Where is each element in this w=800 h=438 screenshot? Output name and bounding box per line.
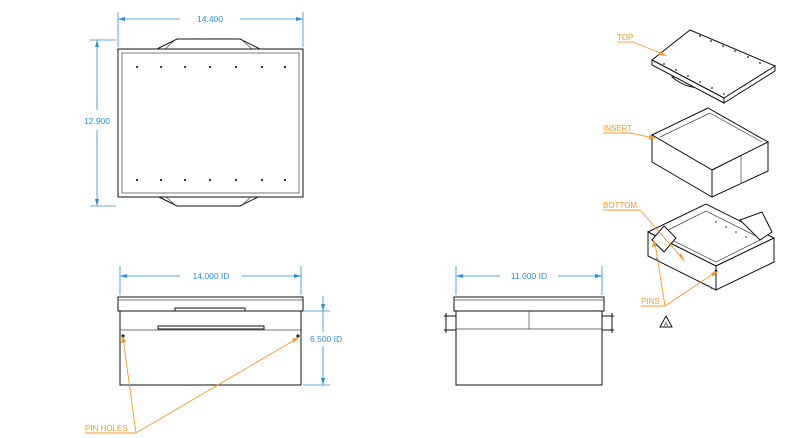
- callout-pins-label: PINS: [641, 297, 660, 306]
- callout-top: TOP: [617, 33, 667, 56]
- front-view-height-dimension: 6.500 ID: [303, 296, 342, 386]
- exploded-view: A: [646, 29, 777, 328]
- top-view-handle-top: [154, 38, 263, 51]
- callout-insert-label: INSERT: [603, 124, 632, 133]
- side-view-width-dimension: 11.000 ID: [455, 266, 603, 295]
- front-view-body: [119, 310, 302, 386]
- side-view-width-label: 11.000 ID: [511, 271, 547, 281]
- top-view-height-dimension: 12.900: [84, 39, 116, 207]
- callout-pins: PINS: [641, 240, 718, 307]
- side-view: 11.000 ID: [444, 266, 614, 386]
- side-view-lid: [453, 296, 605, 312]
- callout-bottom-label: BOTTOM: [603, 201, 637, 210]
- callout-bottom: BOTTOM: [603, 201, 685, 262]
- top-view-width-label: 14.400: [197, 14, 223, 24]
- iso-top-lid: [651, 29, 777, 104]
- top-view-width-dimension: 14.400: [117, 12, 304, 47]
- callout-pin-holes-label: PIN HOLES: [85, 424, 128, 433]
- front-view-width-dimension: 14.000 ID: [119, 266, 302, 295]
- top-view-outline: [117, 48, 304, 198]
- top-view-height-label: 12.900: [84, 116, 110, 126]
- top-view: 14.400 12.900: [84, 12, 304, 207]
- iso-insert: [650, 107, 770, 198]
- callout-insert: INSERT: [603, 124, 656, 140]
- view-marker: A: [659, 314, 673, 328]
- callout-top-label: TOP: [617, 33, 633, 42]
- top-view-pin-dots: [135, 65, 287, 182]
- front-view-width-label: 14.000 ID: [193, 271, 230, 281]
- iso-bottom: [646, 203, 776, 291]
- front-view-height-label: 6.500 ID: [310, 334, 342, 344]
- callout-pin-holes: PIN HOLES: [85, 336, 299, 434]
- front-view: 14.000 ID 6.500 ID: [117, 266, 342, 386]
- view-marker-label: A: [664, 322, 668, 328]
